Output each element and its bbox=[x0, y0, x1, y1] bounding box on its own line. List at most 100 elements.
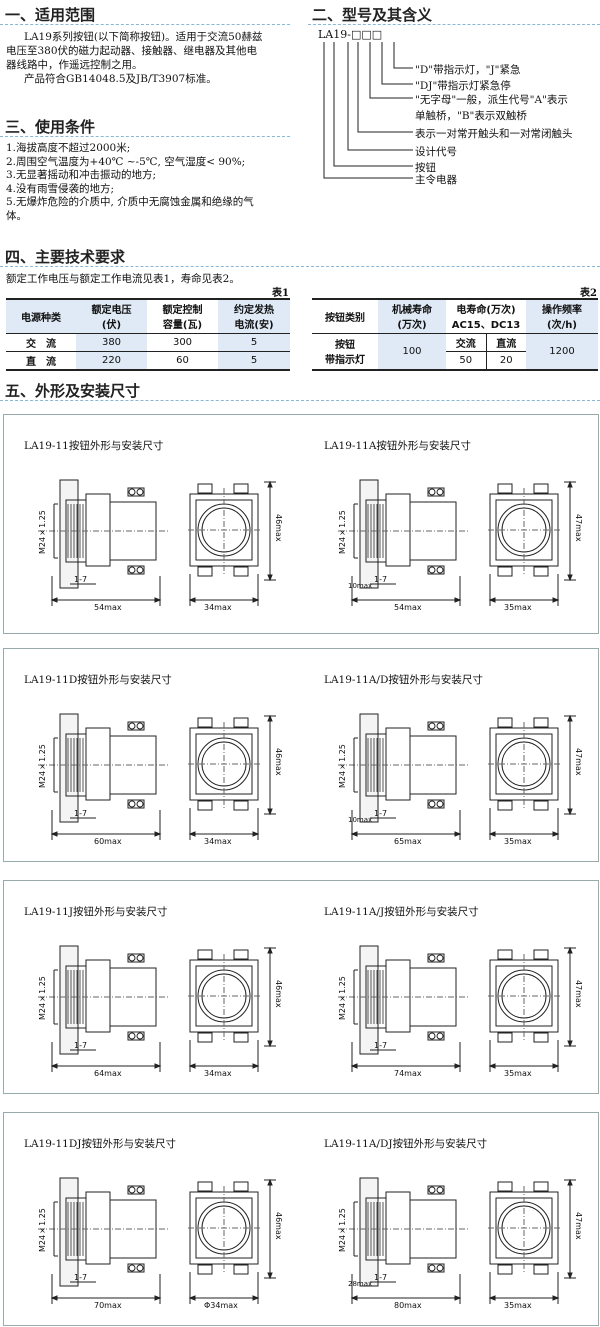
section1-line: 电压至380伏的磁力起动器、接触器、继电器及其他电 bbox=[6, 45, 258, 57]
table1-cell: 60 bbox=[176, 354, 189, 366]
section5-rule bbox=[0, 400, 600, 401]
section2-rule bbox=[308, 24, 600, 25]
model-meaning: "无字母"一般，派生代号"A"表示 bbox=[415, 94, 568, 106]
width-label: 35max bbox=[504, 603, 532, 612]
button-dimension-drawing: M24×1.25 1-7 54max 34max 46max bbox=[8, 458, 293, 627]
condition-item: 2.周围空气温度为+40℃ ~-5℃, 空气湿度< 90%; bbox=[6, 155, 246, 168]
table2-header: 电寿命(万次) AC15、DC13 bbox=[446, 299, 526, 333]
width-label: Φ34max bbox=[204, 1301, 238, 1310]
drawing-title: LA19-11A/DJ按钮外形与安装尺寸 bbox=[324, 1138, 488, 1150]
model-meaning: 单触桥，"B"表示双触桥 bbox=[415, 110, 527, 122]
thread-label: M24×1.25 bbox=[38, 976, 47, 1020]
section1-rule bbox=[0, 24, 290, 25]
thread-label: M24×1.25 bbox=[338, 976, 347, 1020]
section1-line: LA19系列按钮(以下简称按钮)。适用于交流50赫兹 bbox=[24, 31, 263, 43]
length-label: 60max bbox=[94, 837, 122, 846]
condition-item: 5.无爆炸危险的介质中, 介质中无腐蚀金属和绝缘的气 bbox=[6, 196, 254, 208]
model-meaning: "D"带指示灯，"J"紧急 bbox=[415, 64, 521, 76]
table1-header: 额定控制 容量(瓦) bbox=[147, 299, 218, 333]
thread-label: M24×1.25 bbox=[38, 1208, 47, 1252]
width-label: 34max bbox=[204, 1069, 232, 1078]
height-label: 47max bbox=[574, 748, 583, 776]
section4-rule bbox=[0, 266, 600, 267]
height-label: 47max bbox=[574, 514, 583, 542]
table1-cell: 300 bbox=[172, 336, 193, 348]
width-label: 35max bbox=[504, 1301, 532, 1310]
height-label: 46max bbox=[274, 514, 283, 542]
button-dimension-drawing: M24×1.25 1-7 70max Φ34max 46max bbox=[8, 1156, 293, 1325]
section4-title: 四、主要技术要求 bbox=[5, 248, 126, 266]
thread-label: M24×1.25 bbox=[38, 744, 47, 788]
extra-dim-label: 10max bbox=[348, 816, 373, 824]
table1: 电源种类 额定电压 (伏) 额定控制 容量(瓦) 约定发热 电流(安) 交 流 … bbox=[6, 298, 290, 371]
section5-title: 五、外形及安装尺寸 bbox=[5, 382, 141, 400]
model-leader-lines bbox=[323, 42, 413, 179]
thread-label: M24×1.25 bbox=[338, 510, 347, 554]
width-label: 35max bbox=[504, 837, 532, 846]
drawing-panel-3 bbox=[3, 880, 599, 1094]
table2-subheader: 直流 bbox=[496, 338, 517, 350]
table2-cell: 50 bbox=[446, 351, 487, 370]
model-meaning-diagram: LA19-□□□ "D"带指示灯，"J"紧急 "DJ"带指示灯紧急停 "无字母"… bbox=[318, 28, 600, 188]
button-dimension-drawing: M24×1.25 1-7 64max 34max 46max bbox=[8, 924, 293, 1093]
pitch-label: 1-7 bbox=[74, 809, 88, 818]
model-meaning: 设计代号 bbox=[415, 146, 457, 158]
length-label: 65max bbox=[394, 837, 422, 846]
section1-line: 器线路中，作遥远控制之用。 bbox=[6, 59, 143, 71]
pitch-label: 1-7 bbox=[374, 809, 388, 818]
table2-header: 按钮类别 bbox=[312, 299, 378, 333]
pitch-label: 1-7 bbox=[74, 1273, 88, 1282]
table2-label: 表2 bbox=[580, 288, 597, 299]
length-label: 74max bbox=[394, 1069, 422, 1078]
model-meaning: 按钮 bbox=[415, 162, 436, 174]
table1-cell: 5 bbox=[218, 351, 290, 370]
table1-cell: 380 bbox=[76, 333, 147, 351]
pitch-label: 1-7 bbox=[374, 1041, 388, 1050]
table2-cell: 20 bbox=[499, 354, 513, 366]
table1-header: 约定发热 电流(安) bbox=[218, 299, 290, 333]
section4-intro: 额定工作电压与额定工作电流见表1，寿命见表2。 bbox=[6, 273, 240, 285]
length-label: 64max bbox=[94, 1069, 122, 1078]
thread-label: M24×1.25 bbox=[38, 510, 47, 554]
pitch-label: 1-7 bbox=[74, 575, 88, 584]
section3-rule bbox=[0, 136, 290, 137]
section3-title: 三、使用条件 bbox=[5, 118, 96, 136]
length-label: 54max bbox=[394, 603, 422, 612]
table2-header: 操作频率 (次/h) bbox=[526, 299, 598, 333]
table2-subheader: 交流 bbox=[446, 333, 487, 351]
table1-cell: 交 流 bbox=[26, 338, 56, 350]
table1-header: 额定电压 (伏) bbox=[76, 299, 147, 333]
conditions-list: 1.海拔高度不超过2000米; 2.周围空气温度为+40℃ ~-5℃, 空气湿度… bbox=[6, 142, 254, 223]
drawing-title: LA19-11A按钮外形与安装尺寸 bbox=[324, 440, 471, 452]
drawing-panel-4 bbox=[3, 1112, 599, 1326]
length-label: 54max bbox=[94, 603, 122, 612]
drawing-title: LA19-11J按钮外形与安装尺寸 bbox=[24, 906, 168, 918]
section1-title: 一、适用范围 bbox=[5, 6, 96, 24]
table1-cell: 直 流 bbox=[26, 356, 56, 368]
width-label: 34max bbox=[204, 837, 232, 846]
model-code: LA19-□□□ bbox=[318, 28, 383, 41]
height-label: 47max bbox=[574, 980, 583, 1008]
drawing-title: LA19-11D按钮外形与安装尺寸 bbox=[24, 674, 172, 686]
height-label: 46max bbox=[274, 748, 283, 776]
height-label: 46max bbox=[274, 1212, 283, 1240]
model-meaning: "DJ"带指示灯紧急停 bbox=[415, 80, 511, 92]
drawing-title: LA19-11DJ按钮外形与安装尺寸 bbox=[24, 1138, 176, 1150]
section2-title: 二、型号及其含义 bbox=[312, 6, 433, 24]
button-dimension-drawing: M24×1.25 1-7 10max 65max 35max 47max bbox=[308, 692, 593, 861]
width-label: 34max bbox=[204, 603, 232, 612]
extra-dim-label: 10max bbox=[348, 582, 373, 590]
length-label: 70max bbox=[94, 1301, 122, 1310]
drawing-panel-1 bbox=[3, 414, 599, 634]
height-label: 46max bbox=[274, 980, 283, 1008]
pitch-label: 1-7 bbox=[74, 1041, 88, 1050]
pitch-label: 1-7 bbox=[374, 575, 388, 584]
table2-mech-life: 100 bbox=[378, 333, 446, 370]
drawing-title: LA19-11A/D按钮外形与安装尺寸 bbox=[324, 674, 483, 686]
table2-header: 机械寿命 (万次) bbox=[378, 299, 446, 333]
condition-item: 1.海拔高度不超过2000米; bbox=[6, 142, 131, 154]
model-meaning: 表示一对常开触头和一对常闭触头 bbox=[415, 128, 573, 140]
table1-cell: 5 bbox=[218, 333, 290, 351]
table2-frequency: 1200 bbox=[526, 333, 598, 370]
table1-header: 电源种类 bbox=[6, 299, 76, 333]
